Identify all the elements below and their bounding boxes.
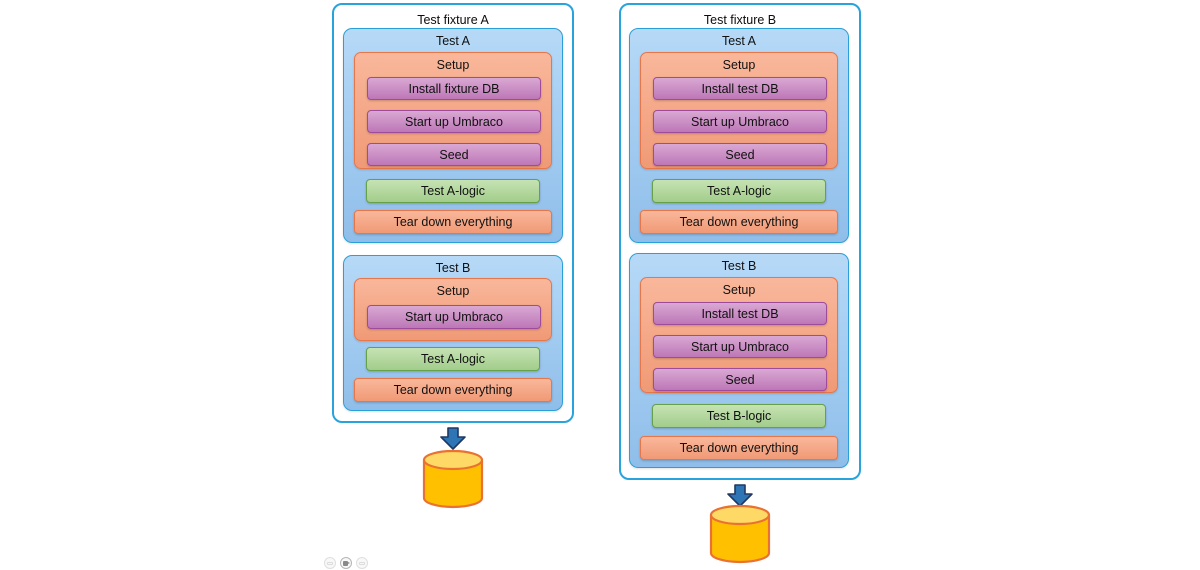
setup-step: Start up Umbraco	[653, 110, 827, 133]
camera-icon[interactable]	[340, 557, 352, 569]
fixture-b-box: Test fixture B Test A Setup Install test…	[619, 3, 861, 480]
fixture-b-test-a-box: Test A Setup Install test DB Start up Um…	[629, 28, 849, 243]
teardown-box: Tear down everything	[640, 436, 838, 460]
teardown-box: Tear down everything	[640, 210, 838, 234]
setup-step: Start up Umbraco	[367, 110, 541, 133]
setup-step: Install fixture DB	[367, 77, 541, 100]
fixture-b-test-a-title: Test A	[721, 34, 757, 48]
fixture-a-test-a-setup-box: Setup Install fixture DB Start up Umbrac…	[354, 52, 552, 169]
down-arrow-icon	[440, 427, 466, 450]
media-controls	[324, 557, 368, 569]
database-icon	[422, 449, 484, 509]
setup-title: Setup	[436, 58, 470, 72]
fixture-b-test-b-title: Test B	[721, 259, 757, 273]
setup-step: Seed	[653, 143, 827, 166]
teardown-box: Tear down everything	[354, 378, 552, 402]
setup-title: Setup	[436, 284, 470, 298]
test-logic-box: Test A-logic	[366, 347, 540, 371]
fixture-a-box: Test fixture A Test A Setup Install fixt…	[332, 3, 574, 423]
test-logic-box: Test A-logic	[366, 179, 540, 203]
fixture-b-test-b-setup-box: Setup Install test DB Start up Umbraco S…	[640, 277, 838, 393]
setup-step: Install test DB	[653, 77, 827, 100]
test-logic-box: Test B-logic	[652, 404, 826, 428]
setup-title: Setup	[722, 58, 756, 72]
test-logic-box: Test A-logic	[652, 179, 826, 203]
setup-step: Seed	[653, 368, 827, 391]
fixture-b-test-b-box: Test B Setup Install test DB Start up Um…	[629, 253, 849, 468]
setup-title: Setup	[722, 283, 756, 297]
fixture-a-title: Test fixture A	[417, 13, 489, 27]
teardown-box: Tear down everything	[354, 210, 552, 234]
image-icon[interactable]	[324, 557, 336, 569]
fixture-a-test-b-title: Test B	[435, 261, 471, 275]
fixture-a-test-b-box: Test B Setup Start up Umbraco Test A-log…	[343, 255, 563, 411]
database-icon	[709, 504, 771, 564]
fixture-a-test-b-setup-box: Setup Start up Umbraco	[354, 278, 552, 341]
more-icon[interactable]	[356, 557, 368, 569]
setup-step: Start up Umbraco	[367, 305, 541, 329]
setup-step: Start up Umbraco	[653, 335, 827, 358]
down-arrow-icon	[727, 484, 753, 507]
fixture-b-title: Test fixture B	[703, 13, 777, 27]
fixture-b-test-a-setup-box: Setup Install test DB Start up Umbraco S…	[640, 52, 838, 169]
setup-step: Seed	[367, 143, 541, 166]
fixture-a-test-a-box: Test A Setup Install fixture DB Start up…	[343, 28, 563, 243]
setup-step: Install test DB	[653, 302, 827, 325]
fixture-a-test-a-title: Test A	[435, 34, 471, 48]
